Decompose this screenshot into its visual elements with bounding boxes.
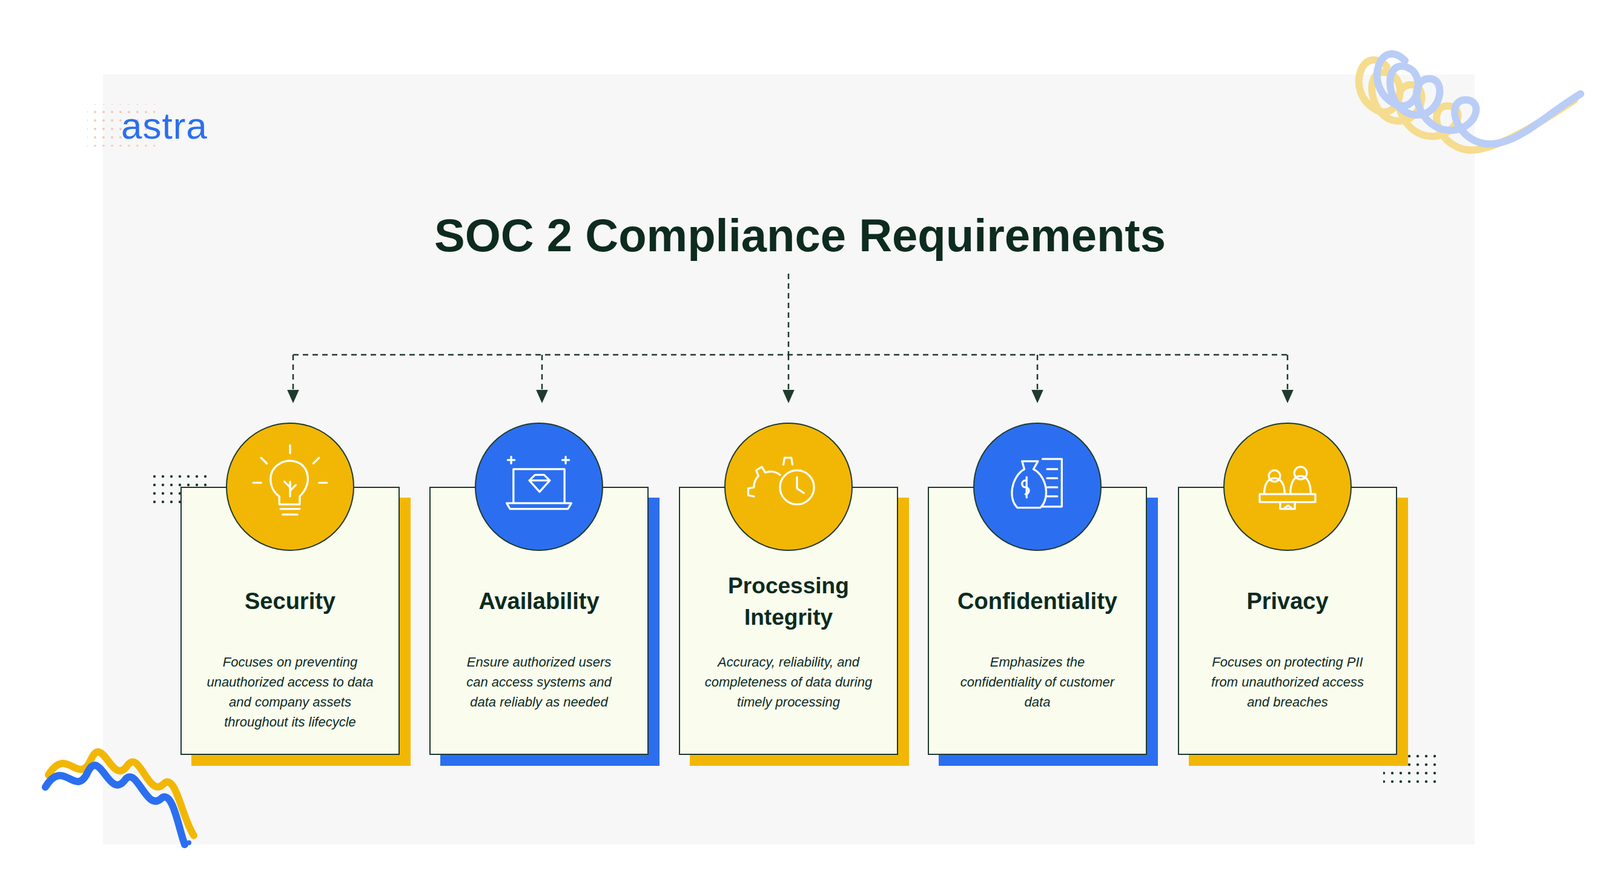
icon xyxy=(725,423,852,550)
card-heading-box: Security xyxy=(190,565,391,639)
card-description: Focuses on preventing unauthorized acces… xyxy=(205,652,375,733)
card-heading: Privacy xyxy=(1246,585,1329,618)
icon xyxy=(1224,423,1351,550)
card-heading: Availability xyxy=(478,585,599,618)
card-heading-box: Availability xyxy=(439,565,639,639)
card-heading-box: Processing Integrity xyxy=(688,565,889,639)
card-heading-box: Confidentiality xyxy=(937,565,1138,639)
icon xyxy=(227,423,354,550)
icon-circle xyxy=(1223,422,1352,552)
card-heading-box: Privacy xyxy=(1187,565,1388,639)
icon-circle xyxy=(973,422,1102,552)
icon xyxy=(974,423,1101,550)
icon-circle xyxy=(225,422,355,552)
card-description: Ensure authorized users can access syste… xyxy=(454,652,624,713)
brand-logo: astra xyxy=(121,104,208,148)
icon xyxy=(476,423,602,550)
icon-circle xyxy=(724,422,853,552)
card-heading: Processing Integrity xyxy=(688,570,889,634)
diagram-title: SOC 2 Compliance Requirements xyxy=(0,208,1600,262)
icon-circle xyxy=(474,422,604,552)
card-description: Accuracy, reliability, and completeness … xyxy=(704,652,873,713)
card-description: Focuses on protecting PII from unauthori… xyxy=(1203,652,1372,713)
card-heading: Security xyxy=(244,585,336,618)
card-description: Emphasizes the confidentiality of custom… xyxy=(953,652,1122,713)
card-heading: Confidentiality xyxy=(957,585,1118,618)
